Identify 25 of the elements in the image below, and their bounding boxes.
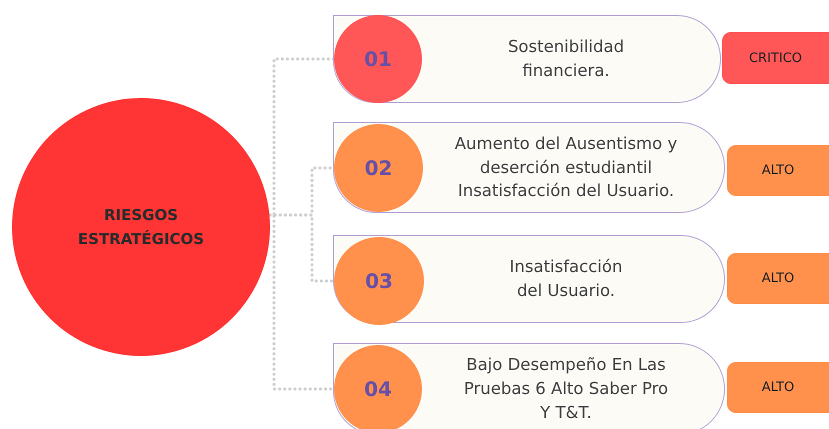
- risk-level: ALTO: [762, 380, 794, 395]
- number-circle: [334, 345, 422, 429]
- risk-number: 03: [365, 269, 393, 293]
- risk-description: Bajo Desempeño En Las Pruebas 6 Alto Saber Pro Y T&T.: [464, 354, 668, 424]
- risk-level: ALTO: [762, 271, 794, 286]
- risk-level: CRITICO: [748, 50, 802, 66]
- risk-card: [333, 343, 725, 429]
- risk-card: [333, 235, 725, 323]
- risk-card: [333, 15, 721, 103]
- number-circle: [334, 237, 424, 325]
- risk-level: ALTO: [762, 163, 794, 178]
- risk-number: 01: [364, 47, 392, 71]
- risk-number: 02: [364, 156, 392, 180]
- risk-description: Insatisfacción del Usuario.: [508, 256, 624, 302]
- risk-card: [333, 122, 725, 213]
- topic-title: RIESGOS ESTRATÉGICOS: [76, 205, 206, 250]
- level-badge: [727, 145, 829, 196]
- level-badge: [727, 362, 829, 413]
- level-badge: [722, 32, 829, 84]
- number-circle: [334, 15, 422, 103]
- risk-description: Aumento del Ausentismo y deserción estudiantil Insatisfacción del Usuario.: [454, 132, 678, 202]
- risk-number: 04: [364, 377, 392, 401]
- risk-description: Sostenibilidad financiera.: [506, 36, 626, 82]
- number-circle: [334, 124, 423, 212]
- level-badge: [727, 253, 829, 304]
